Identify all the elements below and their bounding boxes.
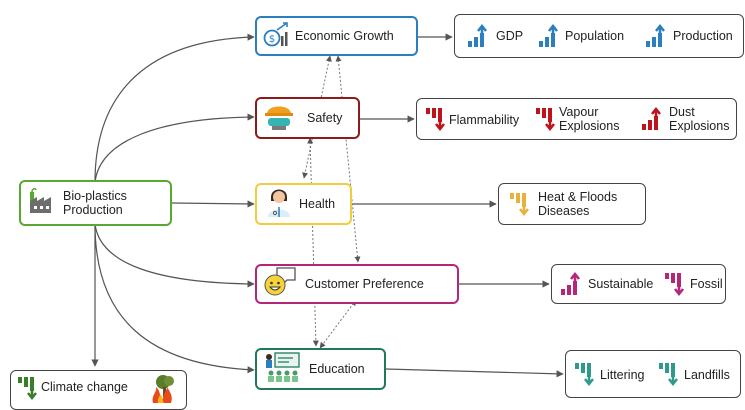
trend-up-icon [645,23,669,53]
outcome-gdp-label: GDP [496,29,524,43]
factor-education-label: Education [309,362,365,376]
outcome-population-label: Population [565,29,625,43]
edge-source-health [171,200,255,208]
doctor-icon [263,185,295,224]
trend-down-icon [535,107,559,136]
factor-economic-label: Economic Growth [295,29,394,43]
outcome-safety[interactable]: Flammability Vapour Explosions Dust Expl… [416,98,737,140]
edge-source-preference [94,223,255,288]
edge-source-education [94,223,255,374]
outcome-health[interactable]: Heat & Floods Diseases [498,183,646,225]
edge-education-out [385,368,564,378]
factor-safety[interactable]: Safety [255,97,360,139]
factor-safety-label: Safety [307,111,343,125]
dotted-link-1 [302,55,332,179]
outcome-preference[interactable]: Sustainable Fossil [551,264,726,304]
outcome-dust-label-line1: Dust [669,105,695,119]
outcome-economic[interactable]: GDP Population Production [454,14,744,58]
burning-tree-icon [149,373,181,408]
trend-down-icon [664,272,688,301]
factor-economic-growth[interactable]: $ Economic Growth [255,16,418,56]
outcome-landfills-label: Landfills [684,368,730,382]
trend-down-icon [425,107,449,136]
outcome-education[interactable]: Littering Landfills [565,350,741,398]
outcome-climate-label: Climate change [41,380,128,394]
factory-icon [27,186,57,221]
hard-hat-goggles-icon [263,100,295,137]
factor-health-label: Health [299,197,336,211]
trend-up-icon [538,23,562,53]
edge-source-economic [94,33,255,183]
dotted-link-2 [335,55,361,263]
edge-source-safety [94,113,255,183]
dotted-link-4 [319,299,357,349]
outcome-sustainable-label: Sustainable [588,277,654,291]
trend-up-icon [467,23,491,53]
trend-down-icon [17,376,41,405]
classroom-icon [263,350,303,389]
outcome-dust-label-line2: Explosions [669,119,730,133]
trend-up-icon [641,106,665,136]
factor-education[interactable]: Education [255,348,386,390]
outcome-production-label: Production [673,29,733,43]
trend-down-icon [658,362,682,391]
outcome-littering-label: Littering [600,368,645,382]
dotted-link-3 [307,137,319,347]
source-label-line2: Production [63,203,123,217]
outcome-flammability-label: Flammability [449,113,520,127]
outcome-vapour-label-line2: Explosions [559,119,620,133]
source-label-line1: Bio-plastics [63,189,127,203]
factor-health[interactable]: Health [255,183,352,225]
outcome-climate-change[interactable]: Climate change [10,370,187,410]
outcome-heat-floods-label-line2: Diseases [538,204,590,218]
trend-down-icon [509,192,533,221]
money-growth-icon: $ [263,20,291,53]
svg-text:$: $ [269,34,275,45]
outcome-heat-floods-label-line1: Heat & Floods [538,190,618,204]
trend-up-icon [560,271,584,301]
factor-customer-preference[interactable]: Customer Preference [255,264,459,304]
trend-down-icon [574,362,598,391]
outcome-vapour-label-line1: Vapour [559,105,599,119]
source-node-bioplastics[interactable]: Bio-plastics Production [19,180,172,226]
factor-preference-label: Customer Preference [305,277,424,291]
outcome-fossil-label: Fossil [690,277,723,291]
happy-face-speech-icon [263,266,297,303]
